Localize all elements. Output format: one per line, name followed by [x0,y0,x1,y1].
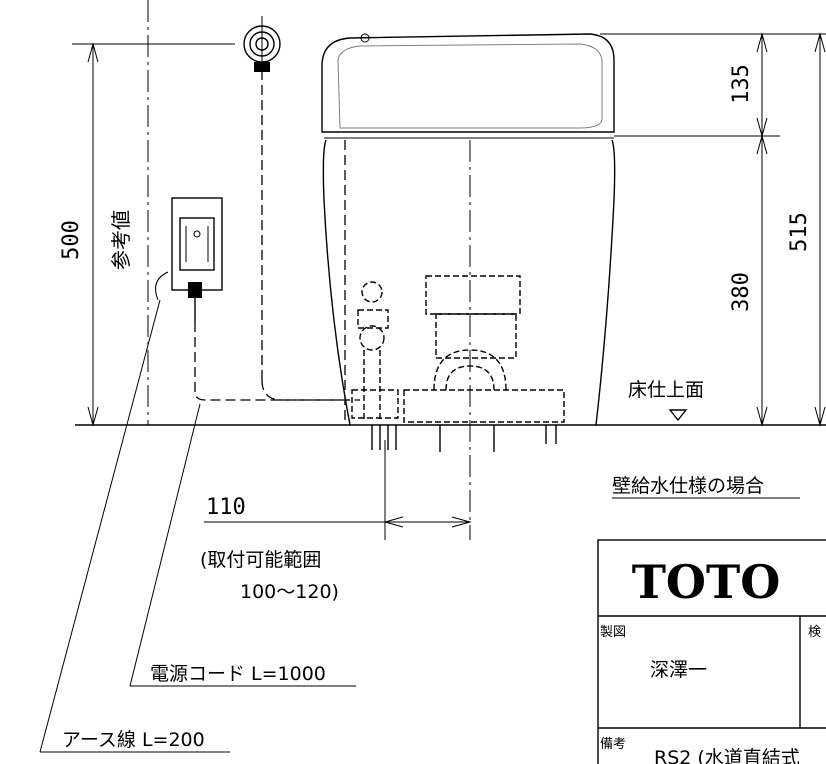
mount-range-line1: (取付可能範囲 [200,549,321,571]
water-valve-icon [243,16,281,72]
wall-supply-case-label: 壁給水仕様の場合 [612,475,764,497]
supply-pipe [261,379,360,401]
toilet-lid [321,33,615,133]
valve-assembly [351,275,565,423]
dim-110-label: 110 [206,495,246,520]
brand-logo: TOTO [632,555,781,609]
electrical-outlet [155,197,223,322]
dimension-right [600,32,826,427]
reference-value-label: 参考値 [109,210,133,270]
drafter-name: 深澤一 [650,659,707,681]
toilet-body [322,139,616,426]
floor-marker-icon [668,409,688,422]
dimension-110 [204,440,472,540]
mount-range-line2: 100～120) [240,581,339,603]
check-label: 検 [808,625,821,640]
dimension-500 [72,42,235,427]
drafter-label: 製図 [600,625,626,640]
remarks-text: RS2 (水道直結式 [654,747,800,764]
floor-bolts [371,425,557,452]
dim-135-label: 135 [729,64,754,104]
dim-515-label: 515 [787,212,812,252]
dim-500-label: 500 [59,220,84,260]
title-block [597,539,826,764]
dim-380-label: 380 [729,272,754,312]
power-cord-label: 電源コード L=1000 [150,663,326,685]
floor-surface-label: 床仕上面 [628,379,704,401]
remarks-label: 備考 [600,736,626,752]
earth-wire-label: アース線 L=200 [62,729,205,751]
leader-lines [39,299,356,753]
power-cord-path [194,322,350,401]
